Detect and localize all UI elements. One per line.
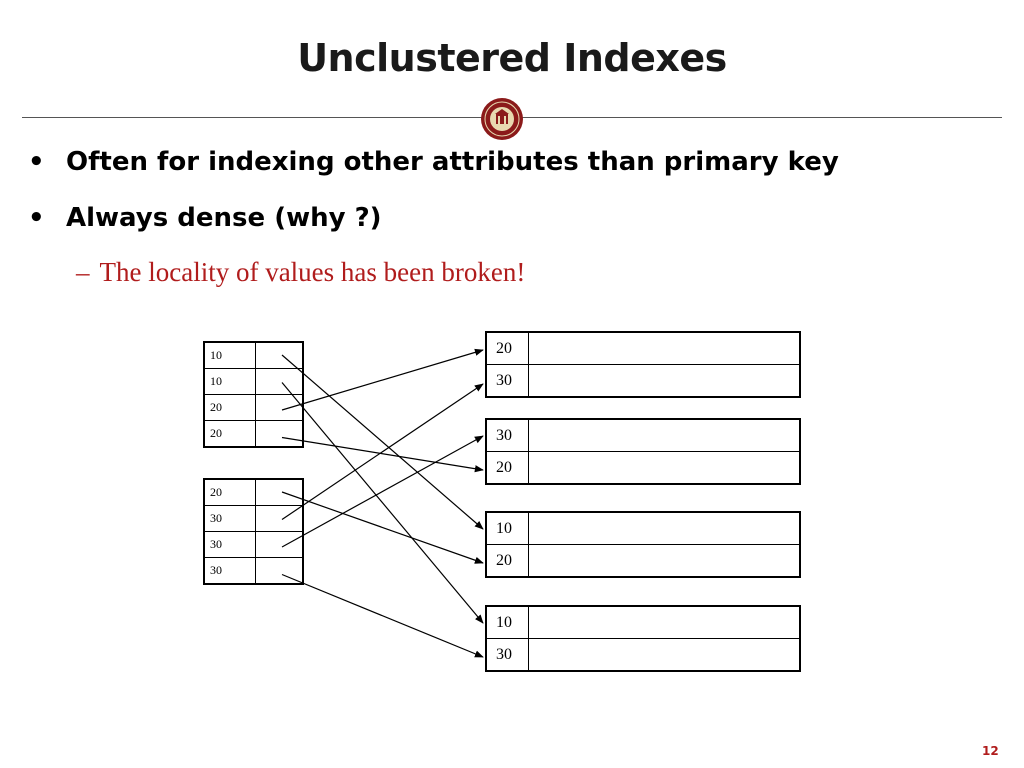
index-entry: 10 (203, 341, 304, 369)
index-key: 20 (203, 478, 256, 506)
university-seal-icon (481, 98, 523, 140)
index-key: 20 (203, 394, 256, 421)
index-entry: 10 (203, 368, 304, 395)
record-body (528, 451, 801, 485)
pointer-arrow (281, 436, 484, 473)
bullet-dot-icon: • (28, 203, 45, 233)
record-body (528, 544, 801, 578)
index-key: 30 (203, 531, 256, 558)
pointer-arrow (281, 383, 484, 520)
record-key: 20 (485, 544, 529, 578)
index-entry: 30 (203, 531, 304, 558)
index-pointer-cell (255, 478, 304, 506)
bullet-text: Always dense (why ?) (66, 203, 382, 233)
pointer-arrow (281, 382, 484, 624)
bullet-item: • Often for indexing other attributes th… (28, 142, 839, 198)
record-body (528, 638, 801, 672)
record-key: 20 (485, 451, 529, 485)
index-entry: 30 (203, 505, 304, 532)
data-record: 20 (485, 331, 801, 365)
index-key: 10 (203, 341, 256, 369)
index-entry: 20 (203, 478, 304, 506)
record-key: 10 (485, 605, 529, 639)
sub-bullet-dash: – (76, 257, 90, 287)
index-key: 20 (203, 420, 256, 448)
index-key: 30 (203, 557, 256, 585)
pointer-arrow (281, 435, 484, 548)
data-record: 20 (485, 451, 801, 485)
data-record: 30 (485, 638, 801, 672)
index-entry: 20 (203, 420, 304, 448)
pointer-arrow (281, 354, 484, 530)
bullet-list: • Often for indexing other attributes th… (28, 142, 839, 254)
sub-bullet: –The locality of values has been broken! (76, 252, 525, 292)
data-page-2: 30 20 (485, 418, 801, 485)
pointer-arrow (281, 491, 484, 564)
index-key: 30 (203, 505, 256, 532)
slide-title: Unclustered Indexes (297, 36, 727, 80)
data-record: 30 (485, 364, 801, 398)
data-page-3: 10 20 (485, 511, 801, 578)
index-pointer-cell (255, 505, 304, 532)
bullet-dot-icon: • (28, 147, 45, 177)
sub-bullet-text: The locality of values has been broken! (99, 257, 526, 287)
data-page-1: 20 30 (485, 331, 801, 398)
index-entry: 20 (203, 394, 304, 421)
record-key: 30 (485, 364, 529, 398)
data-record: 30 (485, 418, 801, 452)
record-key: 20 (485, 331, 529, 365)
data-record: 20 (485, 544, 801, 578)
pointer-arrow (281, 573, 484, 658)
record-key: 10 (485, 511, 529, 545)
pointer-arrow (281, 348, 484, 411)
index-page-2: 20 30 30 30 (203, 478, 304, 585)
record-key: 30 (485, 418, 529, 452)
index-pointer-cell (255, 368, 304, 395)
index-pointer-cell (255, 531, 304, 558)
record-body (528, 364, 801, 398)
bullet-text: Often for indexing other attributes than… (66, 147, 839, 177)
data-record: 10 (485, 511, 801, 545)
index-pointer-cell (255, 420, 304, 448)
page-number: 12 (982, 744, 999, 758)
data-page-4: 10 30 (485, 605, 801, 672)
index-pointer-cell (255, 341, 304, 369)
data-record: 10 (485, 605, 801, 639)
bullet-item: • Always dense (why ?) (28, 198, 839, 254)
